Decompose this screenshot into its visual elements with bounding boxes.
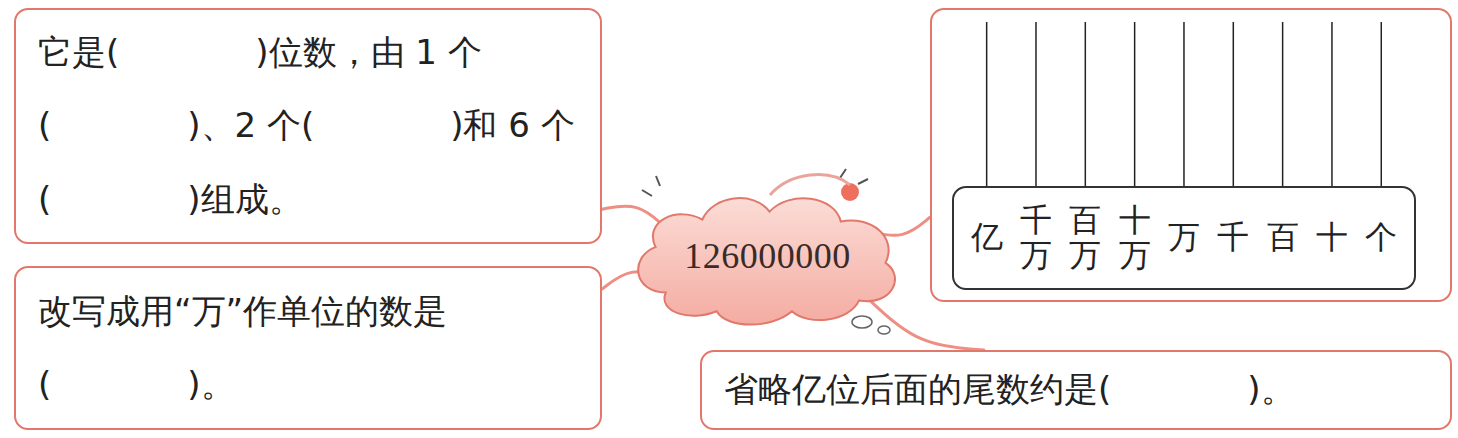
place-column-line: [1381, 22, 1383, 188]
place-name: 个: [1365, 216, 1397, 260]
question-box: 改写成用“万”作单位的数是( )。: [14, 266, 602, 430]
place-column-line: [986, 22, 988, 188]
cloud-outline: [638, 198, 895, 324]
question-box: 省略亿位后面的尾数约是( )。: [700, 350, 1452, 430]
question-text: 它是( )位数，由 1 个( )、2 个( )和 6 个( )组成。: [38, 16, 578, 235]
place-name: 百: [1267, 216, 1299, 260]
connector-arc: [870, 301, 984, 350]
place-name-strip: 亿千万百万十万万千百十个: [952, 186, 1416, 290]
place-column-line: [1282, 22, 1284, 188]
place-name: 千: [1217, 216, 1249, 260]
place-name: 十万: [1119, 203, 1151, 273]
number-cloud: 126000000: [625, 182, 910, 330]
sparkle-strokes: [642, 169, 868, 196]
place-name: 百万: [1069, 203, 1101, 273]
place-name: 千万: [1020, 203, 1052, 273]
place-column-line: [1134, 22, 1136, 188]
place-value-panel: 亿千万百万十万万千百十个: [930, 8, 1452, 302]
question-box: 它是( )位数，由 1 个( )、2 个( )和 6 个( )组成。: [14, 8, 602, 244]
place-name: 万: [1168, 216, 1200, 260]
cloud-rim-arc: [770, 175, 850, 195]
connector-arc: [602, 206, 665, 227]
place-column-line: [1331, 22, 1333, 188]
given-number: 126000000: [684, 235, 851, 277]
place-name: 十: [1316, 216, 1348, 260]
place-column-line: [1035, 22, 1037, 188]
bubble: [878, 326, 890, 334]
bubble: [852, 316, 872, 328]
place-column-line: [1233, 22, 1235, 188]
place-column-line: [1183, 22, 1185, 188]
place-name: 亿: [971, 216, 1003, 260]
question-text: 省略亿位后面的尾数约是( )。: [724, 353, 1428, 426]
cloud-dot: [841, 183, 859, 201]
place-column-line: [1085, 22, 1087, 188]
question-text: 改写成用“万”作单位的数是( )。: [38, 275, 578, 421]
